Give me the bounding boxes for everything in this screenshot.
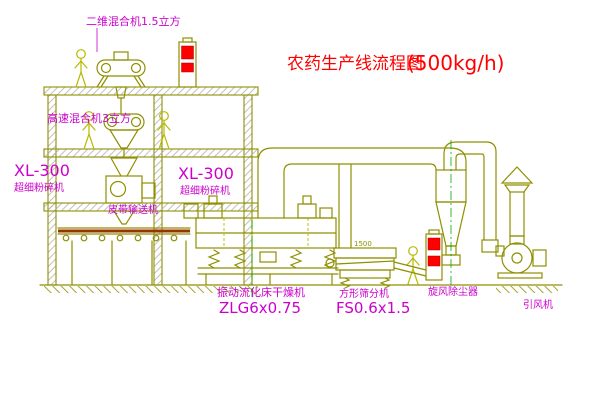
label-cyclone: 旋风除尘器 — [428, 285, 478, 298]
label-pulverizer-left-model: XL-300 — [14, 161, 70, 180]
label-sieve-name: 方形筛分机 — [339, 287, 389, 300]
diagram-title: 农药生产线流程图 — [287, 54, 423, 74]
two-dimensional-mixer — [96, 51, 146, 115]
label-dryer-model: ZLG6x0.75 — [219, 299, 301, 317]
dimension-duct-height: 1500 — [354, 240, 372, 248]
label-pulverizer-left-name: 超细粉碎机 — [14, 181, 64, 194]
label-sieve-model: FS0.6x1.5 — [336, 299, 410, 317]
label-pulverizer-mid-model: XL-300 — [178, 164, 234, 183]
label-2d-mixer: 二维混合机1.5立方 — [86, 14, 181, 28]
cyclone-outlet-duct — [443, 141, 505, 257]
bucket-elevator-top — [178, 37, 197, 88]
label-dryer-name: 振动流化床干燥机 — [217, 285, 305, 299]
sieve-feed-duct — [338, 163, 352, 249]
centerlines — [251, 140, 452, 298]
high-speed-mixer — [103, 113, 145, 159]
label-high-speed-mixer: 高速混合机3立方 — [47, 111, 131, 125]
fan-motor — [532, 249, 547, 267]
induced-draft-fan — [497, 235, 547, 279]
diagram-capacity: (500kg/h) — [407, 51, 504, 75]
exhaust-duct — [257, 147, 467, 219]
label-belt-conveyor: 皮带输送机 — [108, 203, 158, 216]
belt-conveyor — [57, 227, 191, 285]
bucket-elevator-ground — [425, 229, 443, 281]
equipment-labels: 二维混合机1.5立方 高速混合机3立方 XL-300 超细粉碎机 XL-300 … — [14, 14, 553, 317]
building-structure — [39, 86, 563, 293]
ultrafine-pulverizer — [105, 175, 156, 225]
sieve-motor — [325, 258, 335, 268]
exhaust-stack — [500, 166, 534, 237]
label-fan: 引风机 — [523, 298, 553, 311]
y-splitter-chute — [110, 157, 138, 177]
worker-figure-top-floor — [74, 49, 88, 88]
label-pulverizer-mid-name: 超细粉碎机 — [180, 184, 230, 197]
square-sieve — [325, 247, 427, 289]
vibration-motor — [259, 251, 277, 263]
